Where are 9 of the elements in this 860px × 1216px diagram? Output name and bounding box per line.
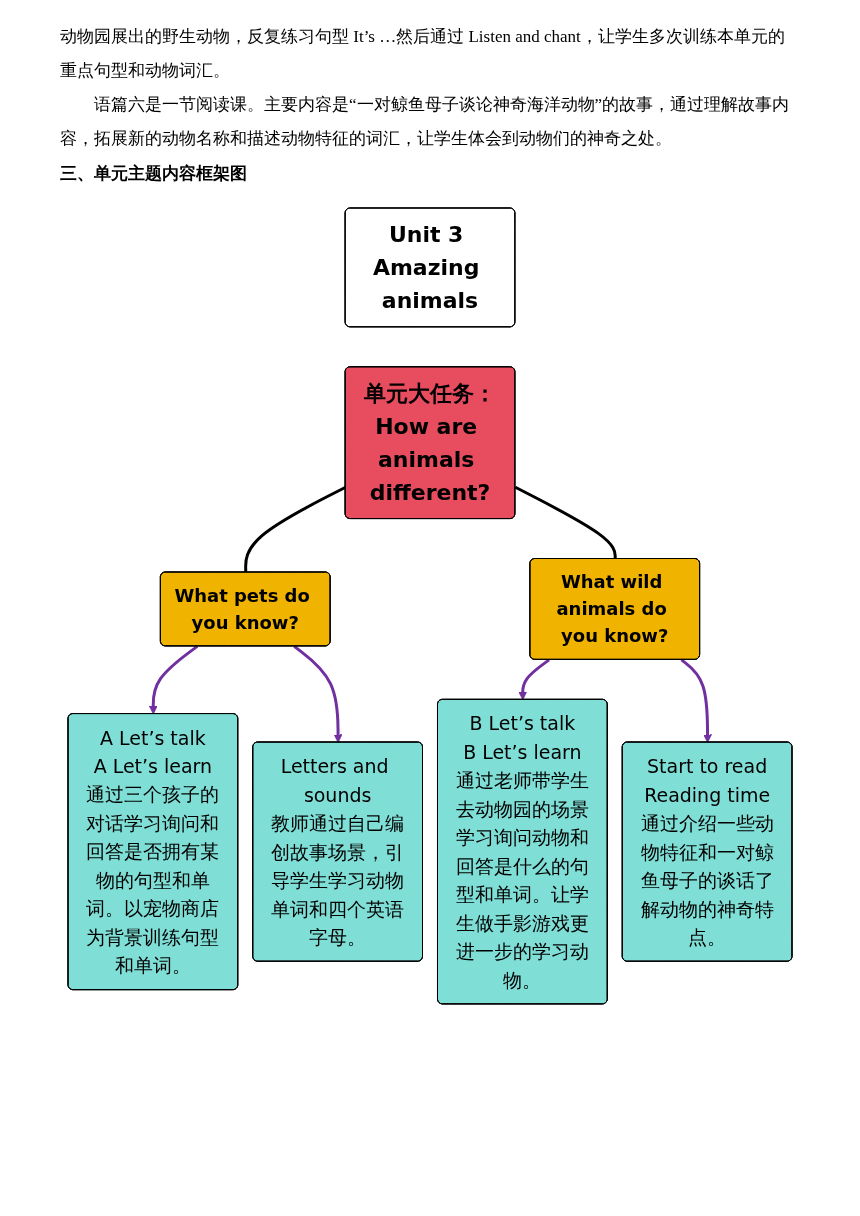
- arrow: [518, 658, 550, 701]
- connector: [514, 485, 617, 560]
- connector: [244, 485, 347, 573]
- paragraph: 语篇六是一节阅读课。主要内容是“一对鲸鱼母子谈论神奇海洋动物”的故事，通过理解故事内容，拓展新的动物名称和描述动物特征的词汇，让学生体会到动物们的神奇之处。: [60, 94, 791, 150]
- arrow: [148, 645, 199, 715]
- paragraph: 动物园展出的野生动物，反复练习句型 It’s …然后通过 Listen and chant，让学生多次训练本单元的重点句型和动物词汇。: [60, 26, 786, 82]
- section-heading: 三、单元主题内容框架图: [60, 162, 248, 185]
- arrow: [293, 645, 343, 743]
- arrow: [680, 658, 712, 743]
